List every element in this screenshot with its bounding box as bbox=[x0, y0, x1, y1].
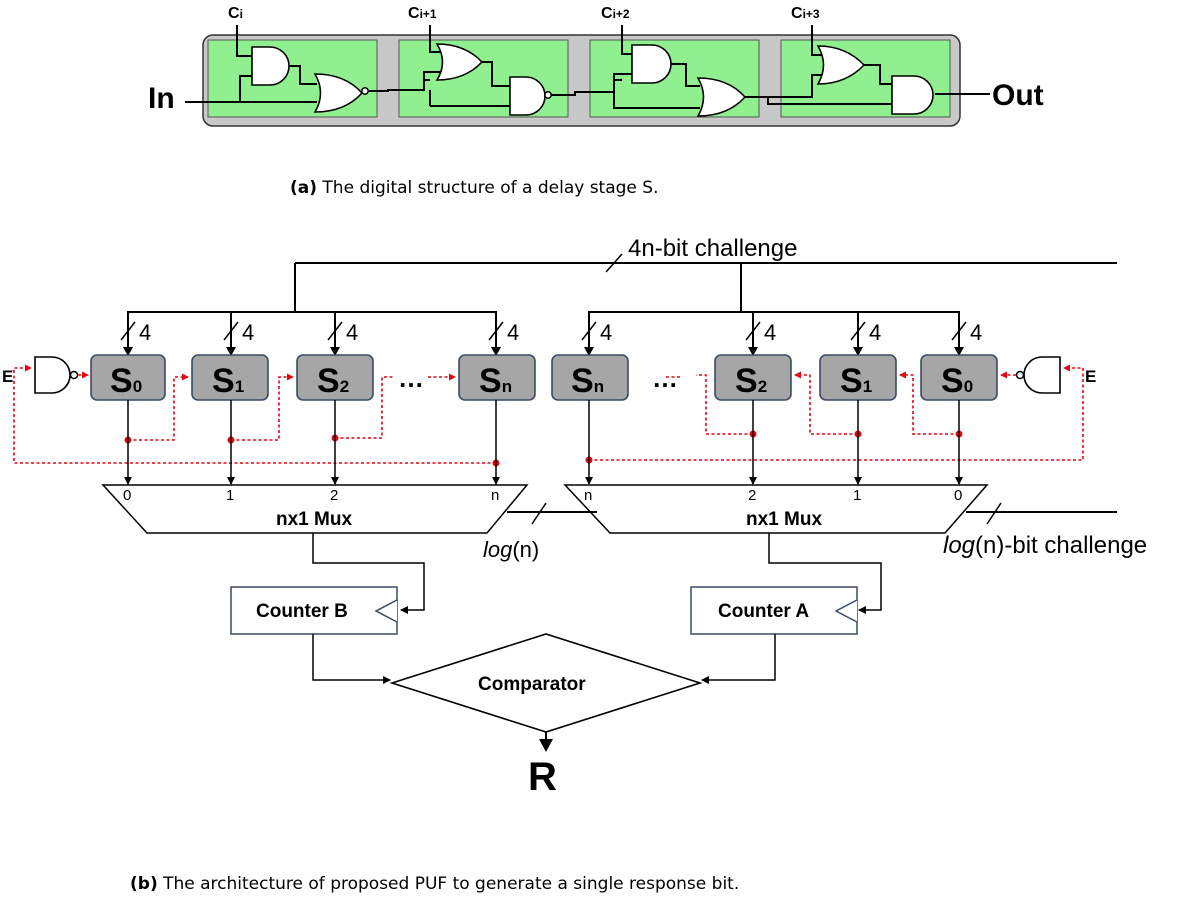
counter-b bbox=[230, 586, 398, 635]
comparator bbox=[389, 633, 703, 733]
caption-b: (b) The architecture of proposed PUF to … bbox=[130, 874, 739, 894]
nand-gate-left bbox=[34, 356, 71, 394]
mux-input-label: 1 bbox=[226, 487, 234, 504]
caption-a: (a) The digital structure of a delay sta… bbox=[290, 178, 659, 198]
nand-bubble-2 bbox=[544, 91, 552, 99]
stage-label: S1 bbox=[212, 362, 244, 400]
mux-input-label: 2 bbox=[330, 487, 338, 504]
counter-a-clock-icon bbox=[834, 599, 858, 623]
nand-bubble-right bbox=[1015, 370, 1025, 380]
challenge-label: 4n-bit challenge bbox=[628, 235, 797, 262]
counter-b-clock-icon bbox=[374, 599, 398, 623]
or-gate-3 bbox=[696, 77, 747, 117]
select-width-label: log(n) bbox=[483, 537, 539, 562]
bus-width-label: 4 bbox=[242, 320, 254, 345]
mux-left-label: nx1 Mux bbox=[276, 509, 352, 530]
or-gate-4 bbox=[816, 45, 866, 85]
response-arrow bbox=[539, 739, 553, 752]
and-gate-1 bbox=[251, 46, 290, 86]
sub-stage-1 bbox=[207, 39, 378, 118]
nand-bubble-left bbox=[69, 370, 79, 380]
and-gate-4 bbox=[891, 75, 934, 115]
delay-stage-right-n bbox=[551, 354, 629, 401]
control-label-ci: Ci bbox=[228, 5, 243, 22]
input-label: In bbox=[148, 82, 175, 115]
bus-width-ticks bbox=[120, 321, 967, 341]
delay-stage-diagram: In Out Ci Ci+1 Ci+2 Ci+3 (a) The digital… bbox=[148, 5, 1044, 198]
mux-input-label: 0 bbox=[954, 487, 962, 504]
counter-b-label: Counter B bbox=[256, 601, 348, 622]
stage-label: S2 bbox=[735, 362, 767, 400]
select-challenge-label: log(n)-bit challenge bbox=[943, 532, 1147, 559]
stage-label: Sn bbox=[479, 362, 512, 400]
mux-input-label: 0 bbox=[123, 487, 131, 504]
nand-gate-2 bbox=[509, 76, 546, 116]
counter-a bbox=[690, 586, 858, 635]
stage-label: S0 bbox=[941, 362, 973, 400]
stage-output-wires bbox=[124, 400, 963, 485]
mux-input-label: 1 bbox=[853, 487, 861, 504]
bus-width-label: 4 bbox=[346, 320, 358, 345]
and-gate-3 bbox=[631, 44, 672, 84]
control-label-ci3: Ci+3 bbox=[791, 5, 820, 22]
or-gate-2 bbox=[435, 43, 484, 81]
mux-input-label: n bbox=[584, 487, 592, 504]
comparator-label: Comparator bbox=[478, 674, 586, 695]
bus-width-label: 4 bbox=[764, 320, 776, 345]
bus-width-label: 4 bbox=[970, 320, 982, 345]
mux-right bbox=[563, 484, 989, 534]
counter-a-label: Counter A bbox=[718, 601, 809, 622]
bus-width-label: 4 bbox=[869, 320, 881, 345]
nor-gate-1 bbox=[313, 73, 364, 113]
control-label-ci1: Ci+1 bbox=[408, 5, 437, 22]
bus-arrows bbox=[123, 347, 964, 356]
nand-gate-right bbox=[1023, 356, 1061, 394]
delay-stage-left-1 bbox=[191, 354, 269, 401]
mux-input-label: n bbox=[491, 487, 499, 504]
bus-width-label: 4 bbox=[600, 320, 612, 345]
output-label: Out bbox=[992, 79, 1044, 112]
stage-label: S1 bbox=[840, 362, 872, 400]
delay-stage-left-n bbox=[458, 354, 536, 401]
stage-label: S0 bbox=[110, 362, 142, 400]
mux-right-label: nx1 Mux bbox=[746, 509, 822, 530]
enable-label-right: E bbox=[1085, 367, 1096, 386]
bus-width-label: 4 bbox=[507, 320, 519, 345]
mux-input-label: 2 bbox=[748, 487, 756, 504]
feedback-loop-right bbox=[585, 364, 1084, 464]
puf-architecture: 4n-bit challenge 4 bbox=[2, 235, 1147, 894]
bus-width-label: 4 bbox=[139, 320, 151, 345]
stage-label: Sn bbox=[571, 362, 604, 400]
response-label: R bbox=[528, 755, 557, 799]
stage-label: S2 bbox=[317, 362, 349, 400]
control-label-ci2: Ci+2 bbox=[601, 5, 630, 22]
mux-left bbox=[101, 484, 529, 534]
enable-label-left: E bbox=[2, 367, 13, 386]
chain-ellipsis-right: … bbox=[652, 363, 678, 393]
nor-bubble-1 bbox=[361, 87, 369, 95]
chain-ellipsis-left: … bbox=[398, 363, 424, 393]
